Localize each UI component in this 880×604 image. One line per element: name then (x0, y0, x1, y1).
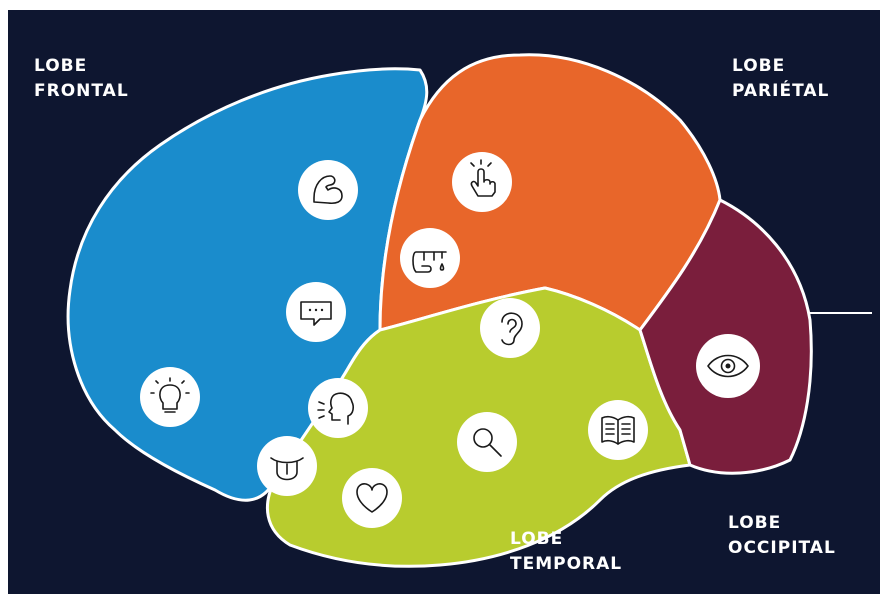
frontal-label-line1: LOBE (34, 56, 87, 76)
eye-icon (696, 334, 760, 398)
speech-bubble-icon (286, 282, 346, 342)
temporal-label-line2: TEMPORAL (510, 554, 622, 574)
touch-finger-icon (452, 152, 512, 212)
speaking-head-icon (308, 378, 368, 438)
parietal-label-line1: LOBE (732, 56, 785, 76)
muscle-arm-icon (298, 160, 358, 220)
occipital-label-line2: OCCIPITAL (728, 538, 836, 558)
heart-icon (342, 468, 402, 528)
lightbulb-icon (140, 367, 200, 427)
occipital-label-line1: LOBE (728, 513, 781, 533)
frontal-label-line2: FRONTAL (34, 81, 129, 101)
magnifier-icon (457, 412, 517, 472)
parietal-label-line2: PARIÉTAL (732, 79, 829, 101)
tongue-icon (257, 436, 317, 496)
ear-icon (480, 298, 540, 358)
hand-drop-icon (400, 228, 460, 288)
open-book-icon (588, 400, 648, 460)
temporal-label-line1: LOBE (510, 529, 563, 549)
